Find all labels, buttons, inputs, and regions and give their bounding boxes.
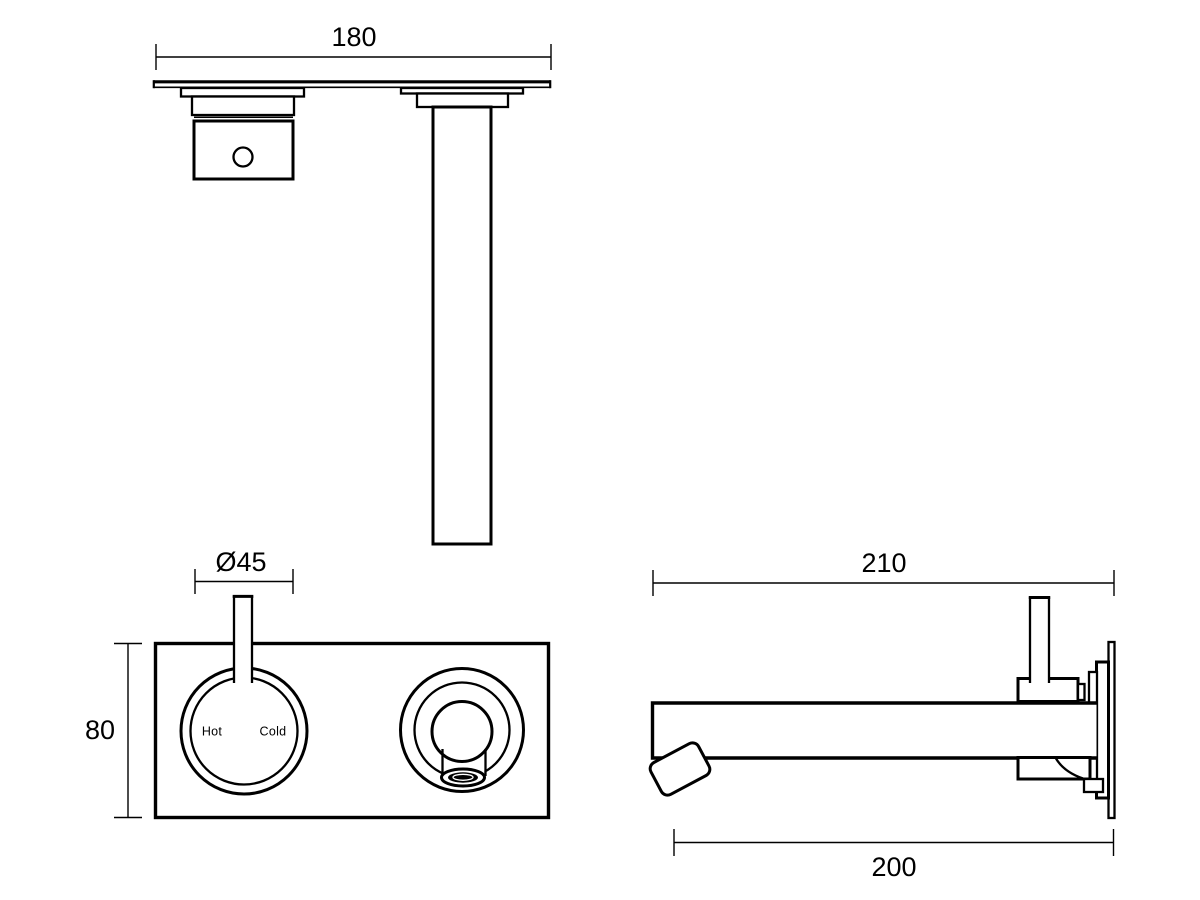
dim-label-200: 200	[871, 852, 916, 882]
side-dimension-210: 210	[652, 548, 1115, 596]
side-view: 210 200	[648, 548, 1116, 882]
under-body-contour	[1055, 757, 1084, 780]
escutcheon-outer	[1095, 660, 1110, 800]
handle-body	[192, 119, 295, 181]
spout-nose	[430, 700, 494, 763]
side-mixer-body	[1016, 595, 1105, 794]
front-dimension-dia45: Ø45	[194, 547, 294, 594]
handle-flange-step-2	[190, 95, 296, 117]
side-aerator-tip	[648, 741, 712, 797]
spout-flange-step-2	[415, 92, 510, 109]
dim-label-180: 180	[331, 22, 376, 52]
spout-column	[431, 105, 493, 546]
front-handle-port: Hot Cold	[179, 594, 309, 796]
under-body	[1016, 756, 1092, 781]
plan-view: 180	[152, 22, 552, 546]
dim-label-dia45: Ø45	[215, 547, 266, 577]
front-view: Ø45 80 Hot Cold	[85, 547, 551, 820]
cold-label: Cold	[260, 725, 287, 739]
plan-handle	[179, 86, 306, 181]
dim-label-210: 210	[861, 548, 906, 578]
plan-dimension-180: 180	[155, 22, 552, 70]
spout-outlet-highlight	[452, 773, 474, 781]
side-spout-tube	[650, 701, 1097, 760]
plan-spout	[399, 86, 525, 546]
lever-mask	[233, 594, 253, 683]
front-dimension-80: 80	[85, 642, 142, 819]
housing-step	[1076, 682, 1086, 702]
handle-flange-step-1	[179, 86, 306, 98]
lever-mask	[1029, 595, 1050, 683]
dim-label-80: 80	[85, 715, 115, 745]
under-body-step	[1082, 777, 1105, 794]
front-spout-port	[399, 667, 525, 793]
hot-label: Hot	[202, 725, 223, 739]
side-dimension-200: 200	[673, 829, 1115, 882]
handle-pin-hole	[232, 146, 254, 168]
